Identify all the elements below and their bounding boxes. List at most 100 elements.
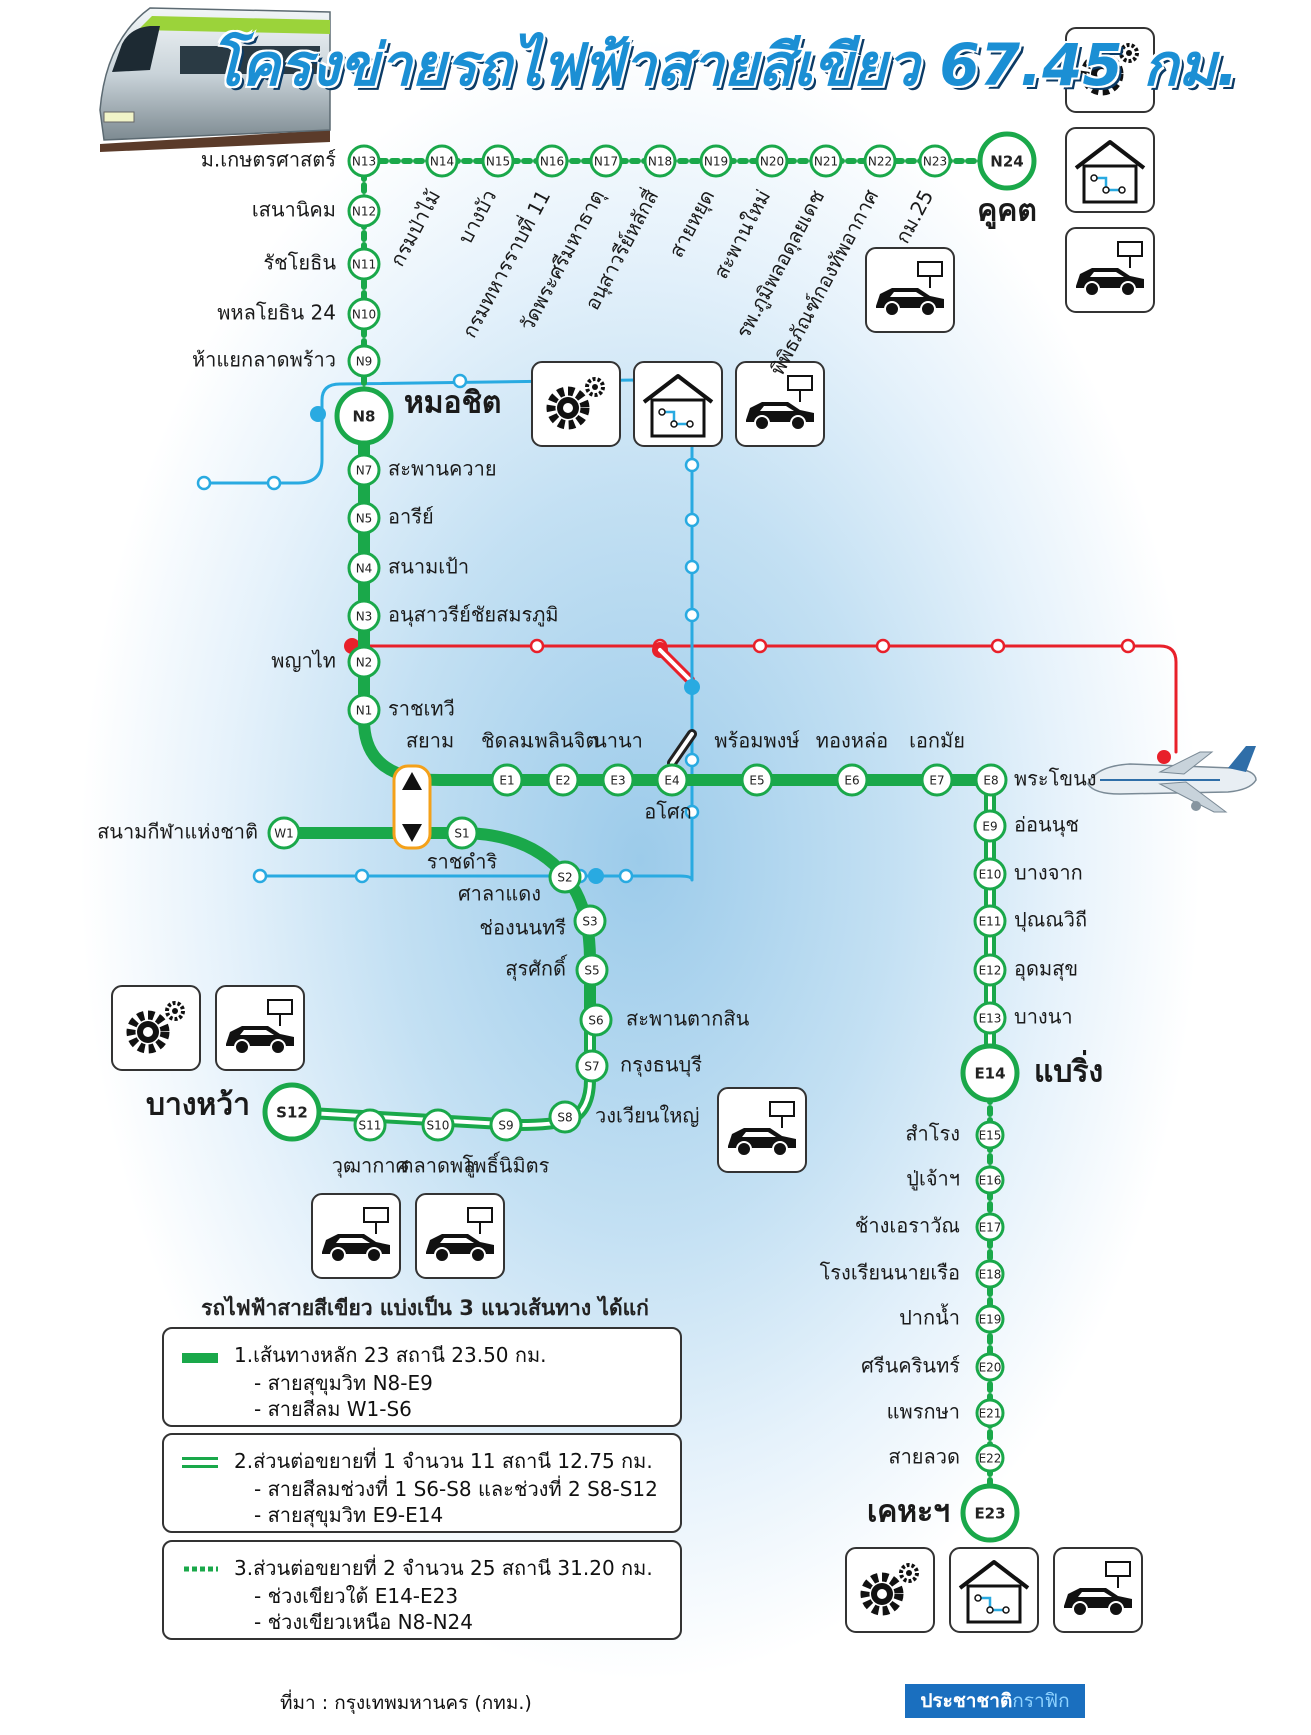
- station-circle: [334, 386, 394, 446]
- station-e21: E21: [975, 1398, 1005, 1428]
- station-s10: S10: [421, 1108, 455, 1142]
- arrow-down-icon: [402, 824, 422, 842]
- car-icon: [1064, 1561, 1132, 1617]
- station-circle: [974, 763, 1008, 797]
- legend-item-sub: - สายสุขุมวิท E9-E14: [254, 1503, 444, 1527]
- station-e11: E11: [973, 904, 1007, 938]
- small-gear-hub: [1126, 50, 1132, 56]
- sign: [1105, 1561, 1131, 1577]
- connection-dot: [1120, 638, 1136, 654]
- gear-teeth: [860, 1572, 904, 1616]
- station-n4: N4: [347, 551, 381, 585]
- station-name: โพธิ์นิมิตร: [463, 1151, 550, 1178]
- station-name: ชิดลม: [481, 729, 533, 753]
- connection-dot: [196, 475, 212, 491]
- station-name: ทองหล่อ: [816, 729, 888, 753]
- small-gear-hub: [906, 1570, 912, 1576]
- station-code: N5: [356, 512, 373, 526]
- station-circle: [347, 144, 381, 178]
- station-code: E19: [979, 1313, 1002, 1327]
- station-circle: [740, 763, 774, 797]
- station-code: E2: [555, 774, 570, 788]
- station-circle: [835, 763, 869, 797]
- park-ride-tile: [717, 1087, 807, 1173]
- station-name: ม.เกษตรศาสตร์: [201, 148, 337, 172]
- station-circle: [548, 860, 582, 894]
- station-code: N23: [923, 155, 947, 169]
- station-name: ห้าแยกลาดพร้าว: [192, 348, 336, 372]
- station-name: สยาม: [406, 729, 454, 753]
- station-code: E17: [979, 1221, 1002, 1235]
- station-name: ศรีนครินทร์: [861, 1354, 960, 1378]
- station-code: N15: [486, 155, 510, 169]
- wheel: [772, 1141, 788, 1157]
- station-e16: E16: [975, 1165, 1005, 1195]
- station-n10: N10: [347, 297, 381, 331]
- roof: [958, 1560, 1030, 1590]
- station-code: S3: [582, 915, 597, 929]
- car-icon: [876, 261, 944, 317]
- station-circle: [421, 1108, 455, 1142]
- wheel: [1084, 281, 1100, 297]
- station-e15: E15: [975, 1120, 1005, 1150]
- station-name: รัชโยธิน: [263, 251, 336, 275]
- legend-item-main: 1.เส้นทางหลัก 23 สถานี 23.50 กม. - สายสุ…: [162, 1327, 682, 1427]
- legend-item-sub: - ช่วงเขียวเหนือ N8-N24: [254, 1610, 473, 1634]
- train-icon: [99, 7, 331, 152]
- gear-teeth: [546, 386, 590, 430]
- small-gear: [585, 377, 605, 397]
- car-window: [440, 1238, 474, 1243]
- airport-link-line: [350, 644, 1178, 754]
- station-circle: [262, 1082, 322, 1142]
- wheel: [1072, 1601, 1088, 1617]
- station-e12: E12: [973, 953, 1007, 987]
- station-circle: [601, 763, 635, 797]
- sign: [1117, 241, 1143, 257]
- sign: [787, 375, 813, 391]
- station-code: E10: [979, 868, 1002, 882]
- station-e17: E17: [975, 1212, 1005, 1242]
- small-gear: [899, 1563, 919, 1583]
- station-name: สายลวด: [888, 1445, 960, 1469]
- station-circle: [589, 144, 623, 178]
- station-name: ปากน้ำ: [899, 1304, 960, 1330]
- gear-teeth: [1080, 52, 1124, 96]
- station-circle: [579, 1003, 613, 1037]
- train-stripe: [138, 16, 330, 34]
- station-name: ช้างเอราวัณ: [855, 1214, 960, 1238]
- small-gear: [1119, 43, 1139, 63]
- station-e6: E6: [835, 763, 869, 797]
- station-name: แพรกษา: [887, 1400, 960, 1424]
- station-n8: N8: [334, 386, 394, 446]
- connection-dot: [618, 868, 634, 884]
- station-n3: N3: [347, 599, 381, 633]
- node: [658, 408, 666, 416]
- wheel: [754, 415, 770, 431]
- station-circle: [347, 645, 381, 679]
- node: [686, 420, 694, 428]
- connection-dot: [684, 559, 700, 575]
- connection-dot: [875, 638, 891, 654]
- car-window: [890, 292, 924, 297]
- park-ride-tile: [735, 361, 825, 447]
- station-e10: E10: [973, 857, 1007, 891]
- sign: [769, 1101, 795, 1117]
- station-code: S12: [276, 1104, 308, 1122]
- station-n20: N20: [755, 144, 789, 178]
- station-circle: [347, 501, 381, 535]
- station-name: อุดมสุข: [1014, 957, 1078, 982]
- station-code: E23: [974, 1505, 1005, 1523]
- station-code: E20: [979, 1361, 1002, 1375]
- station-code: E18: [979, 1268, 1002, 1282]
- station-code: N8: [353, 408, 376, 426]
- station-name: บางนา: [1014, 1005, 1073, 1029]
- station-s5: S5: [575, 953, 609, 987]
- station-circle: [960, 1483, 1020, 1543]
- station-code: S7: [584, 1060, 599, 1074]
- station-code: N13: [352, 155, 376, 169]
- station-name: ตลาดพลู: [401, 1154, 476, 1179]
- node: [1102, 186, 1110, 194]
- wheel: [1120, 281, 1136, 297]
- interchange-dot: [684, 679, 700, 695]
- station-code: N3: [356, 610, 373, 624]
